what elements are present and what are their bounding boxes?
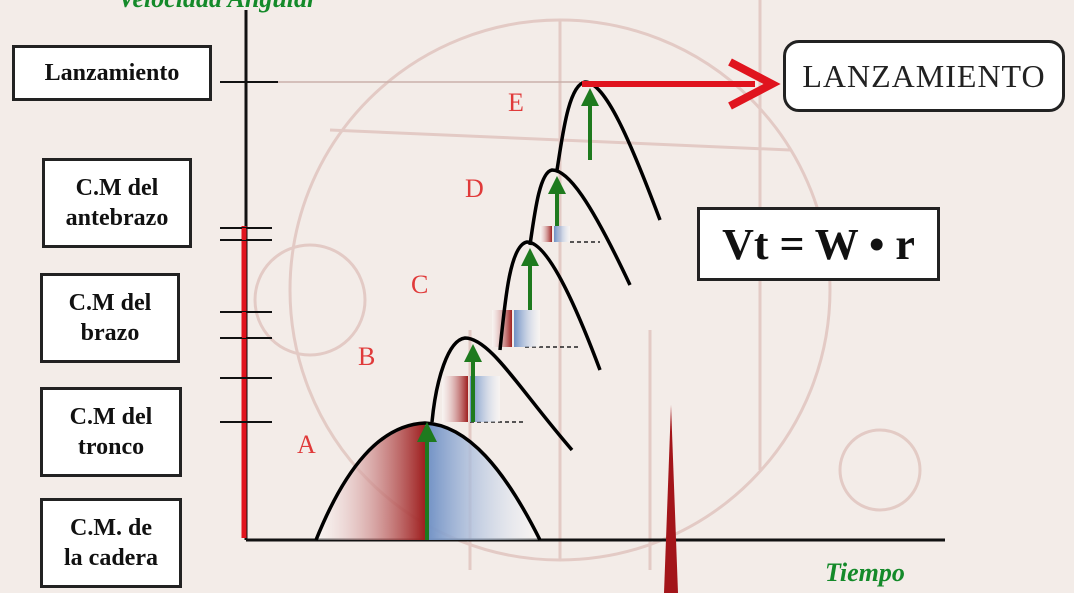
formula-box: Vt = W • r xyxy=(697,207,940,281)
segment-letter-d: D xyxy=(465,174,484,203)
curve-b xyxy=(430,336,574,452)
label-cm-brazo-line1: C.M del xyxy=(68,290,152,316)
segment-a-red-fill xyxy=(318,424,425,540)
segment-letter-c: C xyxy=(411,270,429,299)
x-axis-title: Tiempo xyxy=(825,558,905,587)
label-cm-antebrazo: C.M del antebrazo xyxy=(42,158,192,248)
label-cm-tronco: C.M del tronco xyxy=(40,387,182,477)
segment-d-blue-fill xyxy=(554,226,570,242)
segment-letter-b: B xyxy=(358,342,376,371)
label-cm-cadera-line1: C.M. de xyxy=(70,515,152,541)
curve-d xyxy=(528,168,632,286)
curve-c xyxy=(498,240,602,371)
label-cm-tronco-line2: tronco xyxy=(77,434,145,460)
lanzamiento-result-text: LANZAMIENTO xyxy=(802,57,1046,94)
lanzamiento-result-box: LANZAMIENTO xyxy=(783,40,1065,112)
curve-a xyxy=(314,421,542,541)
label-cm-cadera: C.M. de la cadera xyxy=(40,498,182,588)
release-spike xyxy=(664,405,678,593)
segment-letter-e: E xyxy=(508,88,524,117)
velocity-arrows xyxy=(417,88,599,540)
label-cm-brazo: C.M del brazo xyxy=(40,273,180,363)
segment-letter-a: A xyxy=(297,430,316,459)
label-cm-antebrazo-line1: C.M del xyxy=(75,175,159,201)
label-cm-brazo-line2: brazo xyxy=(80,320,140,346)
label-cm-cadera-line2: la cadera xyxy=(64,545,158,571)
launch-arrow xyxy=(582,58,781,110)
segment-d-red-fill xyxy=(540,226,552,242)
y-axis-ticks xyxy=(220,81,278,423)
segment-c-blue-fill xyxy=(514,310,540,347)
curve-e xyxy=(555,80,662,221)
formula-text: Vt = W • r xyxy=(722,219,915,269)
label-cm-tronco-line1: C.M del xyxy=(69,404,153,430)
segment-a-blue-fill xyxy=(425,424,538,540)
label-lanzamiento: Lanzamiento xyxy=(12,45,212,101)
y-axis-title: Velocidad Angular xyxy=(118,0,317,14)
label-lanzamiento-text: Lanzamiento xyxy=(44,60,180,86)
label-cm-antebrazo-line2: antebrazo xyxy=(65,205,169,231)
segment-b-red-fill xyxy=(442,376,468,422)
